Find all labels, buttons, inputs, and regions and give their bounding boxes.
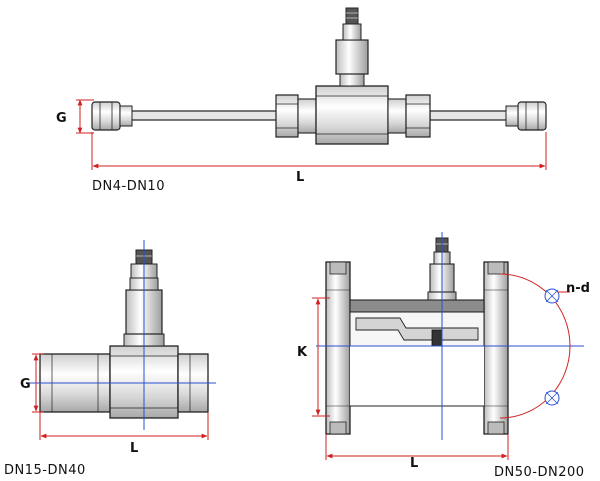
l-label: L — [296, 170, 304, 185]
caption-dn4-dn10: DN4-DN10 — [92, 179, 165, 194]
right-flange — [483, 261, 509, 435]
caption-dn50-dn200: DN50-DN200 — [494, 465, 585, 480]
l-label-dn50: L — [410, 456, 418, 471]
right-union-nut — [387, 94, 431, 138]
left-flange — [325, 261, 351, 435]
diagram-dn15-dn40: G L DN15-DN40 — [4, 240, 216, 478]
l-label-dn15: L — [130, 441, 138, 456]
bolt-hole-bottom — [544, 390, 560, 406]
diagram-dn4-dn10: G L DN4-DN10 — [56, 7, 547, 194]
diagram-dn50-dn200: n-d K L DN50-DN200 — [297, 232, 590, 480]
bolt-circle-arc — [499, 273, 571, 419]
nd-label: n-d — [566, 281, 590, 296]
g-label-dn15: G — [20, 377, 31, 392]
left-end-fitting — [91, 101, 133, 131]
left-pipe — [117, 110, 279, 121]
bolt-hole-top — [544, 288, 560, 304]
meter-body — [315, 85, 389, 145]
right-end-fitting — [505, 101, 547, 131]
flanged-pipe-section — [349, 299, 485, 407]
caption-dn15-dn40: DN15-DN40 — [4, 463, 86, 478]
g-label: G — [56, 111, 67, 126]
k-label: K — [297, 345, 308, 360]
left-union-nut — [275, 94, 317, 138]
sensor-head — [335, 7, 369, 87]
